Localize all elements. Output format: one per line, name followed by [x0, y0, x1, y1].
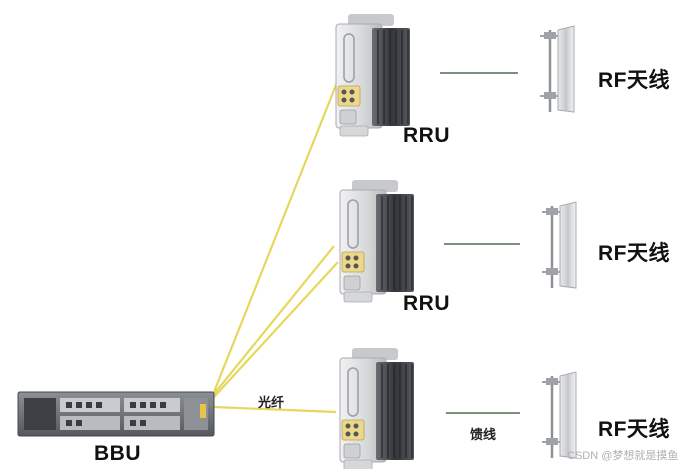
- bbu-label: BBU: [94, 442, 141, 465]
- rru-label-2: RRU: [403, 292, 450, 315]
- feeder-label: 馈线: [470, 427, 497, 442]
- fiber-line-4: [213, 405, 337, 414]
- watermark: CSDN @梦想就是摸鱼: [567, 450, 679, 462]
- fiber-line-3: [213, 261, 339, 398]
- rru-device-2: [339, 179, 415, 303]
- fiber-line-1: [212, 79, 340, 393]
- rf-antenna-icon-3: [540, 370, 578, 460]
- rf-antenna-icon-1: [538, 24, 576, 114]
- rf-antenna-label-2: RF天线: [598, 242, 670, 265]
- rf-antenna-label-1: RF天线: [598, 69, 670, 92]
- rru-device-1: [335, 13, 411, 137]
- fiber-label: 光纤: [258, 395, 285, 410]
- feeder-lines: [440, 72, 520, 414]
- rf-antenna-label-3: RF天线: [598, 418, 670, 441]
- rf-antenna-icon-2: [540, 200, 578, 290]
- rru-device-3: [339, 347, 415, 469]
- fiber-lines: [212, 79, 340, 414]
- fiber-line-2: [213, 245, 335, 395]
- rru-label-1: RRU: [403, 124, 450, 147]
- bbu-device: [17, 391, 215, 437]
